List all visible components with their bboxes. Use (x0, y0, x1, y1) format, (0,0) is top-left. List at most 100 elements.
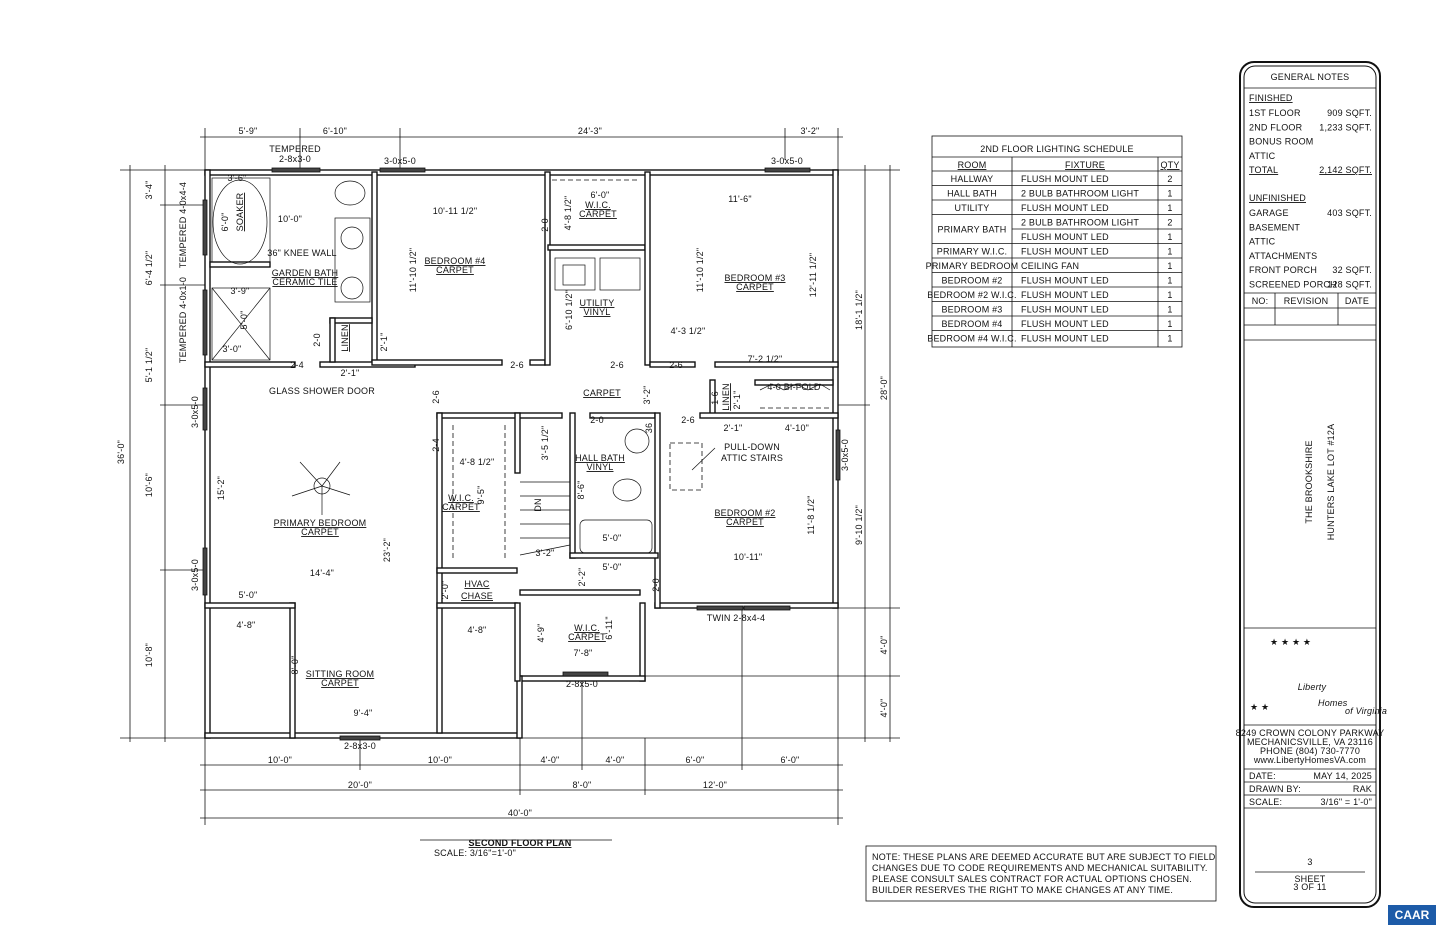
room-label: W.I.C. (574, 623, 600, 633)
walls (204, 169, 839, 739)
dimension-label: 5'-1 1/2" (144, 348, 154, 383)
note-line: NOTE: THESE PLANS ARE DEEMED ACCURATE BU… (872, 852, 1216, 862)
toilet-icon (612, 478, 642, 502)
unfinished-item: BASEMENT (1249, 222, 1300, 232)
room-label: VINYL (586, 462, 613, 472)
revision-header: REVISION (1284, 296, 1329, 306)
wall (547, 244, 646, 251)
room-label: CERAMIC TILE (272, 277, 337, 287)
annotation: 36" KNEE WALL (267, 248, 337, 258)
svg-text:of Virginia: of Virginia (1345, 706, 1387, 716)
dimension-label: 11'-10 1/2" (408, 248, 418, 292)
unfinished-item-value: 128 SQFT. (1327, 280, 1372, 290)
note-line: BUILDER RESERVES THE RIGHT TO MAKE CHANG… (872, 885, 1173, 895)
sheet-count: 3 OF 11 (1293, 882, 1326, 892)
disclaimer-note: NOTE: THESE PLANS ARE DEEMED ACCURATE BU… (865, 845, 1217, 902)
dimension-label: 28'-0" (879, 376, 889, 400)
dimension-label: 7'-8" (574, 648, 593, 658)
schedule-room: HALL BATH (947, 189, 997, 199)
schedule-qty: 1 (1167, 232, 1172, 242)
schedule-qty: 1 (1167, 261, 1172, 271)
unfinished-item: ATTACHMENTS (1249, 251, 1317, 261)
svg-text:★ ★ ★ ★: ★ ★ ★ ★ (1270, 637, 1311, 647)
room-label: VINYL (583, 307, 610, 317)
wall (371, 359, 503, 366)
wall (832, 169, 839, 609)
schedule-qty: 1 (1167, 334, 1172, 344)
schedule-qty: 1 (1167, 203, 1172, 213)
wall (569, 412, 576, 559)
dimension-label: 18'-1 1/2" (854, 290, 864, 330)
room-label: CARPET (321, 678, 359, 688)
room-label: CHASE (461, 591, 493, 601)
schedule-qty: 1 (1167, 189, 1172, 199)
schedule-fixture: FLUSH MOUNT LED (1021, 319, 1109, 329)
dimension-label: 10'-11" (734, 552, 763, 562)
dimension-label: 5'-0" (603, 533, 622, 543)
schedule-qty: 1 (1167, 319, 1172, 329)
date: MAY 14, 2025 (1313, 771, 1372, 781)
dimension-label: 10'-0" (278, 214, 302, 224)
schedule-fixture: FLUSH MOUNT LED (1021, 305, 1109, 315)
annotation: DN (533, 498, 543, 511)
room-label: CARPET (301, 527, 339, 537)
schedule-fixture: CEILING FAN (1021, 261, 1079, 271)
schedule-qty: 2 (1167, 218, 1172, 228)
dimension-label: 36'-0" (116, 440, 126, 464)
dimension-label: 9'-4" (354, 708, 373, 718)
dimension-label: 3'-5 1/2" (540, 426, 550, 461)
dimension-label: 8'-0" (290, 656, 300, 675)
dimension-label: 2-6 (610, 360, 624, 370)
dimension-label: 2'-0" (440, 581, 450, 600)
caar-badge: CAAR (1388, 905, 1436, 925)
window-label: 3-0x5-0 (190, 396, 200, 428)
dimension-label: 9'-10 1/2" (854, 505, 864, 545)
dimension-label: 5'-0" (239, 590, 258, 600)
address-line: 8249 CROWN COLONY PARKWAY (1236, 728, 1385, 738)
schedule-header: FIXTURE (1065, 160, 1105, 170)
unfinished-item-value: 32 SQFT. (1332, 265, 1372, 275)
wall (436, 412, 563, 419)
schedule-fixture: FLUSH MOUNT LED (1021, 174, 1109, 184)
general-notes-title: GENERAL NOTES (1271, 72, 1350, 82)
schedule-fixture: FLUSH MOUNT LED (1021, 290, 1109, 300)
annotation: GLASS SHOWER DOOR (269, 386, 375, 396)
dimension-label: 10'-11 1/2" (433, 206, 477, 216)
annotation: PULL-DOWN (724, 442, 780, 452)
window-label: 3-0x5-0 (384, 156, 416, 166)
stairs (519, 481, 571, 556)
sink-icon (340, 276, 364, 300)
dimension-label: 2'-1" (724, 423, 743, 433)
dimension-label: 2-6 (510, 360, 524, 370)
schedule-row: BEDROOM #4 FLUSH MOUNT LED 1 (941, 319, 1172, 329)
dimension-label: 9'-5" (476, 486, 486, 505)
dimension-label: 15'-2" (216, 476, 226, 500)
website: www.LibertyHomesVA.com (1253, 755, 1366, 765)
schedule-room: BEDROOM #2 W.I.C. (927, 290, 1016, 300)
dimension-label: 14'-4" (310, 568, 334, 578)
window-label: TEMPERED 4-0x1-0 (178, 277, 188, 363)
dimension-label: 4'-0" (879, 699, 889, 718)
dimension-label: 6'-10" (323, 126, 347, 136)
dimension-label: 4'-3 1/2" (671, 326, 706, 336)
wall (329, 317, 336, 363)
dimension-label: 4'-8" (237, 620, 256, 630)
total-value: 2,142 SQFT. (1319, 165, 1372, 175)
wall (544, 171, 551, 366)
dimension-label: 2-6 (669, 360, 683, 370)
dimension-label: 5'-0" (239, 311, 249, 330)
window-label: 3-0x5-0 (840, 439, 850, 471)
schedule-room: BEDROOM #4 (941, 319, 1002, 329)
schedule-fixture: FLUSH MOUNT LED (1021, 334, 1109, 344)
dimension-label: 3'-4" (144, 181, 154, 200)
room-label: W.I.C. (448, 493, 474, 503)
address-line: MECHANICSVILLE, VA 23116 (1247, 737, 1373, 747)
wall (639, 602, 646, 682)
dimension-label: 40'-0" (508, 808, 532, 818)
plan-labels: BEDROOM #4CARPETW.I.C.CARPETUTILITYVINYL… (116, 126, 889, 858)
